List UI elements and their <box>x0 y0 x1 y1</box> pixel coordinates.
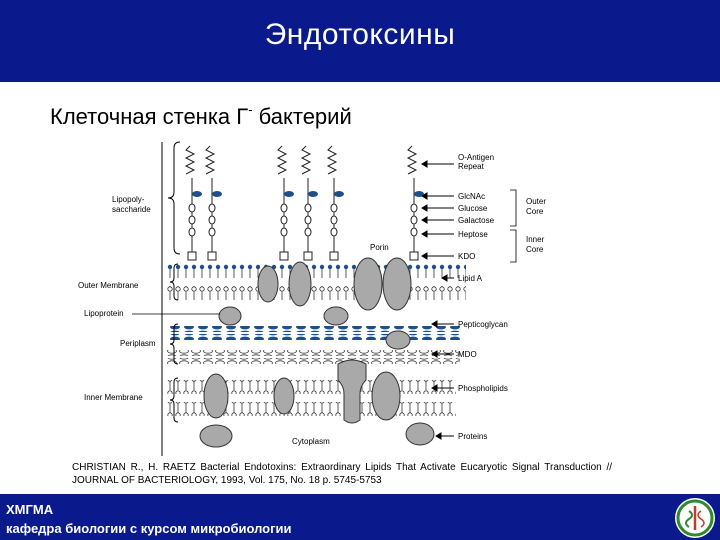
lipoprotein-blob <box>323 306 349 326</box>
label-proteins: Proteins <box>458 432 487 441</box>
outer-membrane-inner-leaflet <box>166 286 466 300</box>
label-lipid-a: Lipid A <box>458 274 483 283</box>
lps-strand <box>184 145 202 261</box>
outer-membrane-proteins <box>218 257 412 326</box>
om-protein <box>257 265 279 303</box>
label-lipoprotein: Lipoprotein <box>84 309 124 318</box>
label-outer-membrane: Outer Membrane <box>78 281 139 290</box>
label-porin: Porin <box>370 243 389 252</box>
porin-protein <box>382 257 412 311</box>
label-mdo: MDO <box>458 350 477 359</box>
lipoprotein-blob <box>218 306 242 326</box>
lps-strand <box>406 145 424 261</box>
label-o-antigen-line1: O-Antigen <box>458 153 494 162</box>
right-arrows <box>421 160 454 440</box>
label-inner-core-line2: Core <box>526 245 544 254</box>
footer-department: кафедра биологии с курсом микробиологии <box>6 521 292 536</box>
lps-strands <box>184 145 424 261</box>
inner-membrane-proteins <box>199 359 435 448</box>
core-brackets <box>510 189 517 263</box>
lps-strand <box>326 145 344 261</box>
om-protein <box>288 261 312 307</box>
institution-logo-icon <box>675 498 715 538</box>
label-galactose: Galactose <box>458 216 495 225</box>
citation-text: CHRISTIAN R., H. RAETZ Bacterial Endotox… <box>72 462 612 486</box>
slide-subtitle: Клеточная стенка Г- бактерий <box>50 102 352 130</box>
label-outer-core-line1: Outer <box>526 197 546 206</box>
label-peptidoglycan: Pepticoglycan <box>458 320 508 329</box>
lps-strand <box>300 145 318 261</box>
cell-wall-diagram: Lipopoly- saccharide Outer Membrane Lipo… <box>78 141 546 456</box>
slide-title: Эндотоксины <box>264 18 456 51</box>
im-protein <box>273 377 295 415</box>
label-glucose: Glucose <box>458 204 488 213</box>
label-outer-core-line2: Core <box>526 207 544 216</box>
outer-membrane-outer-leaflet <box>166 264 466 278</box>
periplasm-protein <box>385 330 411 350</box>
slide-header: Эндотоксины <box>0 0 720 82</box>
label-phospholipids: Phospholipids <box>458 384 508 393</box>
slide-footer: ХМГМА кафедра биологии с курсом микробио… <box>0 494 720 540</box>
label-inner-membrane: Inner Membrane <box>84 393 143 402</box>
porin-protein <box>353 257 383 311</box>
label-periplasm: Periplasm <box>120 339 156 348</box>
subtitle-text: Клеточная стенка Г <box>50 104 249 129</box>
cytoplasmic-protein <box>405 422 435 446</box>
subtitle-suffix: бактерий <box>252 104 352 129</box>
subtitle-superscript: - <box>248 102 253 117</box>
im-protein <box>371 371 401 421</box>
im-protein <box>203 373 229 419</box>
label-glcnac: GlcNAc <box>458 192 485 201</box>
lps-strand <box>204 145 222 261</box>
label-heptose: Heptose <box>458 230 488 239</box>
label-lipopolysaccharide-line1: Lipopoly- <box>112 195 145 204</box>
cytoplasmic-protein <box>199 424 233 448</box>
label-inner-core-line1: Inner <box>526 235 545 244</box>
lps-strand <box>276 145 294 261</box>
mdo-chain-2 <box>166 358 460 364</box>
label-cytoplasm: Cytoplasm <box>292 437 330 446</box>
im-protein <box>337 359 367 424</box>
label-lipopolysaccharide-line2: saccharide <box>112 205 151 214</box>
footer-organization: ХМГМА <box>6 502 54 517</box>
peptidoglycan-layer-2 <box>166 334 460 340</box>
left-braces <box>167 141 181 423</box>
label-kdo: KDO <box>458 252 475 261</box>
peptidoglycan-layer-1 <box>166 326 460 332</box>
label-o-antigen-line2: Repeat <box>458 162 485 171</box>
mdo-chain-1 <box>166 350 460 356</box>
